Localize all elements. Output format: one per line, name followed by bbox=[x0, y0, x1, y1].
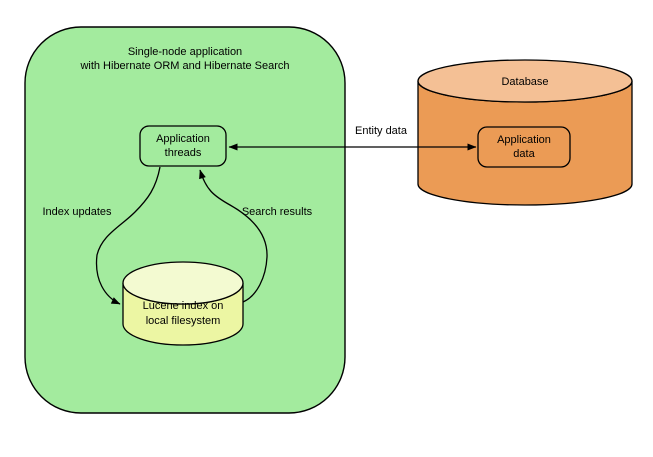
lucene-index-cylinder bbox=[122, 261, 244, 346]
application-threads-box bbox=[139, 125, 227, 167]
lucene-index-label: Lucene index on local filesystem bbox=[142, 300, 224, 327]
application-data-box bbox=[477, 126, 571, 168]
index-updates-label: Index updates bbox=[42, 206, 112, 218]
database-label: Database bbox=[501, 76, 549, 88]
container-title-line2: with Hibernate ORM and Hibernate Search bbox=[80, 60, 290, 72]
container-title: Single-node application with Hibernate O… bbox=[25, 45, 345, 73]
application-threads-label: Application threads bbox=[156, 133, 210, 159]
index-updates-arrow bbox=[95, 166, 161, 305]
database-cylinder-top bbox=[417, 59, 633, 103]
search-results-label: Search results bbox=[241, 206, 313, 218]
single-node-application-container bbox=[24, 26, 346, 414]
container-title-line1: Single-node application bbox=[127, 46, 243, 58]
lucene-cylinder-top bbox=[122, 261, 244, 305]
search-results-arrow bbox=[199, 169, 268, 303]
entity-data-label: Entity data bbox=[355, 125, 407, 137]
application-data-label: Application data bbox=[497, 134, 551, 160]
